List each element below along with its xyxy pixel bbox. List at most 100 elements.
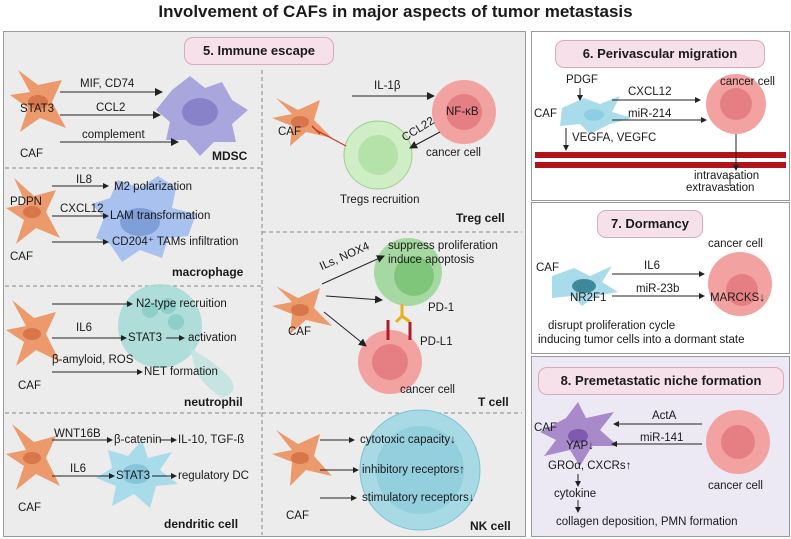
- dendritic-signal-1: WNT16B: [54, 428, 101, 440]
- premetastatic-caf: CAF: [534, 422, 557, 434]
- premetastatic-cancer: cancer cell: [708, 480, 763, 492]
- tcell-caf: CAF: [288, 326, 311, 338]
- t-cell: [374, 238, 442, 306]
- macrophage-label: macrophage: [172, 265, 244, 279]
- mdsc-stat3: STAT3: [20, 103, 55, 115]
- dormancy-desc-2: inducing tumor cells into a dormant stat…: [538, 334, 745, 346]
- macrophage-cell: [92, 176, 196, 262]
- mdsc-cell: [156, 76, 248, 156]
- nk-outcome-1: cytotoxic capacity↓: [360, 434, 456, 446]
- caf-cell-premetastatic: [540, 402, 618, 466]
- mdsc-signal-2: CCL2: [96, 102, 126, 114]
- neutrophil-signal-1: IL6: [76, 322, 92, 334]
- treg-recruit: Tregs recruition: [340, 194, 420, 206]
- dendritic-label: dendritic cell: [164, 517, 239, 531]
- dormancy-caf: CAF: [536, 262, 559, 274]
- perivascular-signal-2: miR-214: [628, 108, 672, 120]
- nk-outcome-2: inhibitory receptors↑: [362, 464, 465, 476]
- treg-cell: [343, 120, 413, 190]
- cancer-cell-perivascular: [706, 74, 766, 134]
- cancer-cell-dormancy: [708, 252, 772, 316]
- caf-cell-perivascular: [560, 96, 632, 134]
- perivascular-caf: CAF: [534, 108, 557, 120]
- dendritic-signal-2: IL6: [70, 463, 86, 475]
- caf-cell-tcell: [272, 286, 332, 334]
- macrophage-caf: CAF: [10, 251, 33, 263]
- treg-nfkb: NF-κB: [446, 106, 479, 118]
- figure-title: Involvement of CAFs in major aspects of …: [158, 2, 633, 21]
- vessel-bottom: [535, 162, 786, 168]
- neutrophil-signal-2: β-amyloid, ROS: [52, 354, 134, 366]
- macrophage-pdpn: PDPN: [10, 196, 42, 208]
- dendritic-cell: [96, 440, 178, 508]
- premetastatic-cytokine: cytokine: [554, 488, 597, 500]
- macrophage-signal-2: CXCL12: [60, 203, 104, 215]
- neutrophil-caf: CAF: [18, 380, 41, 392]
- nk-outcome-3: stimulatory receptors↓: [362, 492, 475, 504]
- premetastatic-title: 8. Premetastatic niche formation: [538, 367, 784, 395]
- cancer-cell-tcell: [358, 330, 422, 394]
- mdsc-label: MDSC: [212, 149, 248, 163]
- cancer-cell-premetastatic: [706, 410, 770, 474]
- dendritic-caf: CAF: [18, 502, 41, 514]
- macrophage-outcome-3: CD204⁺ TAMs infiltration: [112, 236, 239, 248]
- neutrophil-outcome-3: NET formation: [144, 366, 218, 378]
- tcell-cancer-cell: cancer cell: [400, 384, 455, 396]
- macrophage-outcome-2: LAM transformation: [110, 210, 211, 222]
- vessel-top: [535, 152, 786, 158]
- tcell-suppress: suppress proliferation: [388, 240, 498, 252]
- treg-cancer-cell: cancer cell: [426, 147, 481, 159]
- neutrophil-cell: [118, 284, 234, 398]
- dendritic-beta-catenin: β-catenin: [114, 434, 162, 446]
- treg-label: Treg cell: [456, 211, 505, 225]
- caf-cell-dormancy: [552, 266, 618, 306]
- premetastatic-signal-2: miR-141: [640, 432, 684, 444]
- perivascular-extravasation: extravasation: [686, 182, 755, 194]
- mdsc-caf: CAF: [20, 148, 43, 160]
- dormancy-signal-1: IL6: [644, 260, 660, 272]
- macrophage-signal-1: IL8: [76, 174, 92, 186]
- perivascular-vegf: VEGFA, VEGFC: [572, 132, 657, 144]
- nk-cell: [359, 409, 481, 531]
- dendritic-stat3: STAT3: [116, 470, 151, 482]
- nk-label: NK cell: [470, 519, 511, 533]
- tcell-induce: induce apoptosis: [388, 254, 475, 266]
- caf-cell-neutrophil: [6, 300, 60, 366]
- caf-cell-dendritic: [6, 424, 60, 490]
- dormancy-desc-1: disrupt proliferation cycle: [548, 320, 676, 332]
- dormancy-title: 7. Dormancy: [597, 210, 703, 238]
- immune-escape-title: 5. Immune escape: [184, 37, 334, 65]
- premetastatic-signal-1: ActA: [652, 410, 677, 422]
- nk-caf: CAF: [286, 510, 309, 522]
- dendritic-outcome-2: regulatory DC: [178, 470, 249, 482]
- treg-caf: CAF: [278, 126, 301, 138]
- neutrophil-label: neutrophil: [184, 395, 243, 409]
- dormancy-signal-2: miR-23b: [636, 283, 680, 295]
- perivascular-cancer: cancer cell: [720, 76, 775, 88]
- dormancy-cancer: cancer cell: [708, 238, 763, 250]
- caf-cell-treg: [272, 98, 332, 146]
- dormancy-nr2f1: NR2F1: [570, 292, 607, 304]
- perivascular-intravasation: intravasation: [694, 170, 760, 182]
- tcell-label: T cell: [478, 395, 509, 409]
- caf-cell-macrophage: [6, 178, 60, 244]
- neutrophil-outcome-2: activation: [188, 332, 237, 344]
- perivascular-pdgf: PDGF: [566, 74, 598, 86]
- tcell-pdl1: PD-L1: [420, 336, 453, 348]
- premetastatic-yap: YAP↓: [566, 440, 594, 452]
- tcell-pd1: PD-1: [428, 302, 455, 314]
- macrophage-outcome-1: M2 polarization: [114, 181, 192, 193]
- dendritic-outcome-1: IL-10, TGF-ß: [178, 434, 245, 446]
- treg-signal: IL-1β: [374, 80, 401, 92]
- caf-cell-mdsc: [10, 70, 66, 132]
- neutrophil-stat3: STAT3: [128, 332, 163, 344]
- cancer-cell-treg: [432, 80, 496, 144]
- mdsc-signal-3: complement: [82, 129, 145, 141]
- caf-cell-nk: [272, 430, 332, 486]
- dashed-separators: [5, 70, 522, 535]
- premetastatic-gro: GROα, CXCRs↑: [548, 460, 632, 472]
- neutrophil-outcome-1: N2-type recruition: [136, 298, 227, 310]
- perivascular-title: 6. Perivascular migration: [555, 40, 765, 68]
- dormancy-marcks: MARCKS↓: [710, 292, 765, 304]
